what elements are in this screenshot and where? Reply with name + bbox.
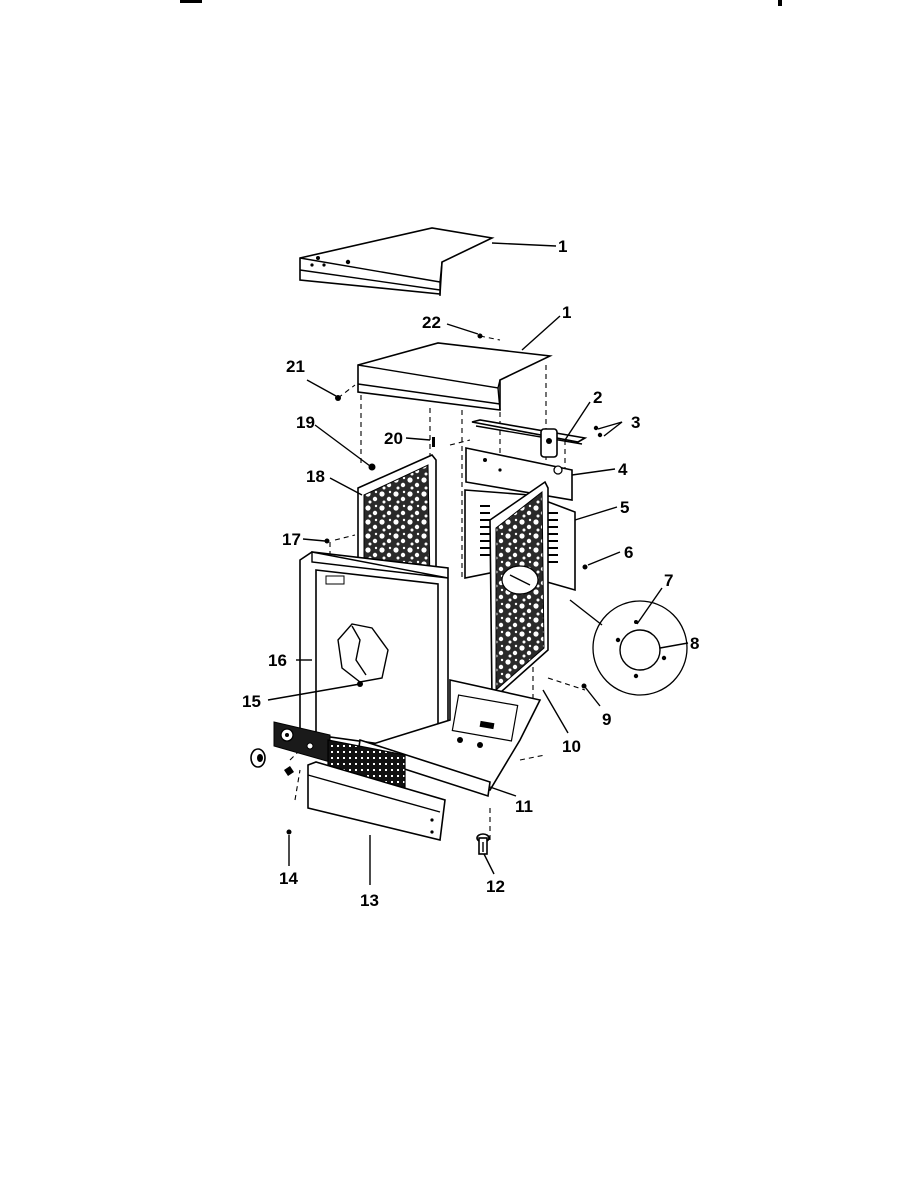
callout-17: 17 — [282, 530, 301, 549]
top-right-mark — [778, 0, 782, 6]
right-filter — [489, 480, 549, 702]
front-frame — [299, 551, 449, 761]
callout-11: 11 — [515, 797, 533, 816]
callout-15: 15 — [242, 692, 261, 711]
top-cover-lower — [357, 342, 553, 411]
left-filter — [357, 454, 437, 594]
knob-screw — [284, 766, 294, 776]
callout-1-upper: 1 — [558, 237, 567, 256]
fastener-21 — [335, 395, 341, 401]
control-bracket — [471, 419, 588, 458]
callout-4: 4 — [618, 460, 628, 479]
callout-12: 12 — [486, 877, 505, 896]
callout-labels: 1 1 2 3 4 5 6 7 8 9 10 11 12 13 14 15 16… — [242, 237, 699, 910]
screw-3a — [593, 425, 599, 431]
screw-3b — [597, 432, 603, 438]
callout-13: 13 — [360, 891, 379, 910]
top-cover-upper — [299, 227, 495, 296]
callout-1-lower: 1 — [562, 303, 571, 322]
callout-7: 7 — [664, 571, 673, 590]
top-left-mark — [180, 0, 202, 3]
control-knob — [250, 748, 266, 768]
callout-8: 8 — [690, 634, 699, 653]
fastener-17 — [324, 538, 330, 544]
control-strip — [273, 721, 406, 789]
leader-lines — [267, 242, 689, 885]
callout-22: 22 — [422, 313, 441, 332]
fastener-22 — [477, 333, 483, 339]
callout-6: 6 — [624, 543, 633, 562]
detail-callout-circle — [569, 599, 688, 696]
callout-21: 21 — [286, 357, 305, 376]
fastener-20 — [432, 437, 435, 447]
callout-20: 20 — [384, 429, 403, 448]
callout-5: 5 — [620, 498, 629, 517]
callout-14: 14 — [279, 869, 298, 888]
callout-3: 3 — [631, 413, 640, 432]
fastener-6 — [582, 564, 588, 570]
callout-16: 16 — [268, 651, 287, 670]
front-cover-plate — [307, 761, 446, 841]
callout-2: 2 — [593, 388, 602, 407]
callout-9: 9 — [602, 710, 611, 729]
foot-fastener — [476, 833, 490, 855]
callout-18: 18 — [306, 467, 325, 486]
callout-19: 19 — [296, 413, 315, 432]
fastener-14 — [286, 829, 292, 835]
fastener-19 — [368, 463, 376, 471]
callout-10: 10 — [562, 737, 581, 756]
